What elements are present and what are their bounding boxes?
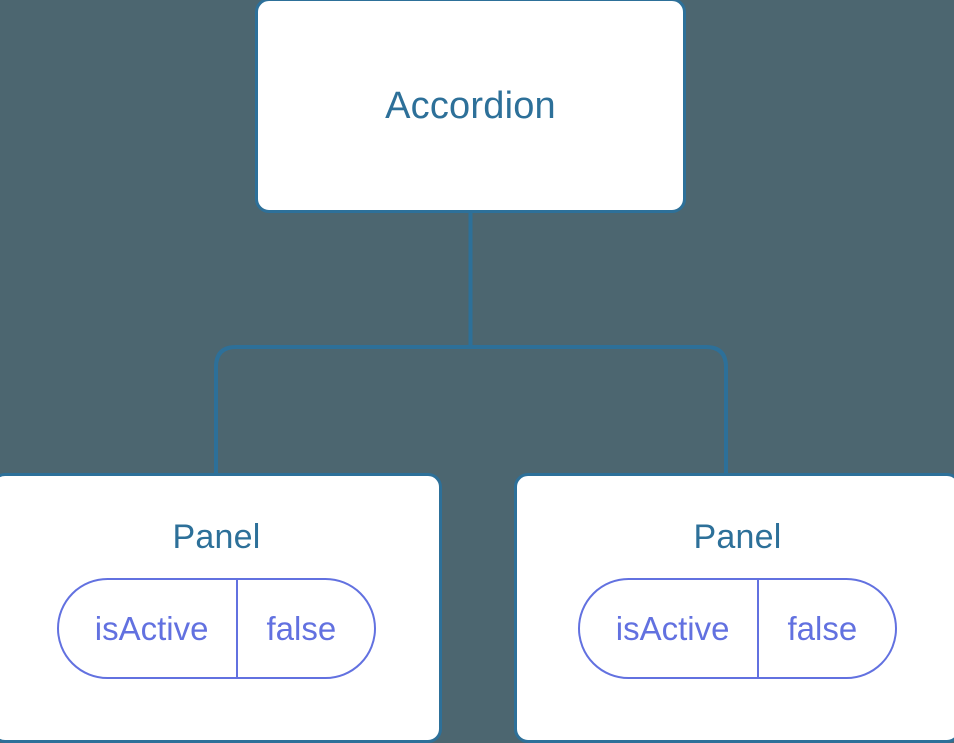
node-panel-0[interactable]: Panel isActive false [0, 473, 442, 743]
edge-branch-right [470, 345, 728, 475]
node-panel-1-title: Panel [693, 518, 782, 556]
state-key-panel-1: isActive [580, 580, 760, 677]
state-pill-panel-1[interactable]: isActive false [577, 578, 898, 679]
state-value-panel-1: false [787, 609, 858, 647]
node-accordion-title: Accordion [385, 84, 556, 127]
state-key-panel-0: isActive [59, 580, 239, 677]
node-accordion[interactable]: Accordion [255, 0, 686, 213]
state-pill-panel-0[interactable]: isActive false [56, 578, 377, 679]
state-value-panel-0: false [266, 609, 337, 647]
edge-branch-left [214, 345, 471, 475]
node-panel-1[interactable]: Panel isActive false [514, 473, 954, 743]
node-panel-0-title: Panel [172, 518, 261, 556]
